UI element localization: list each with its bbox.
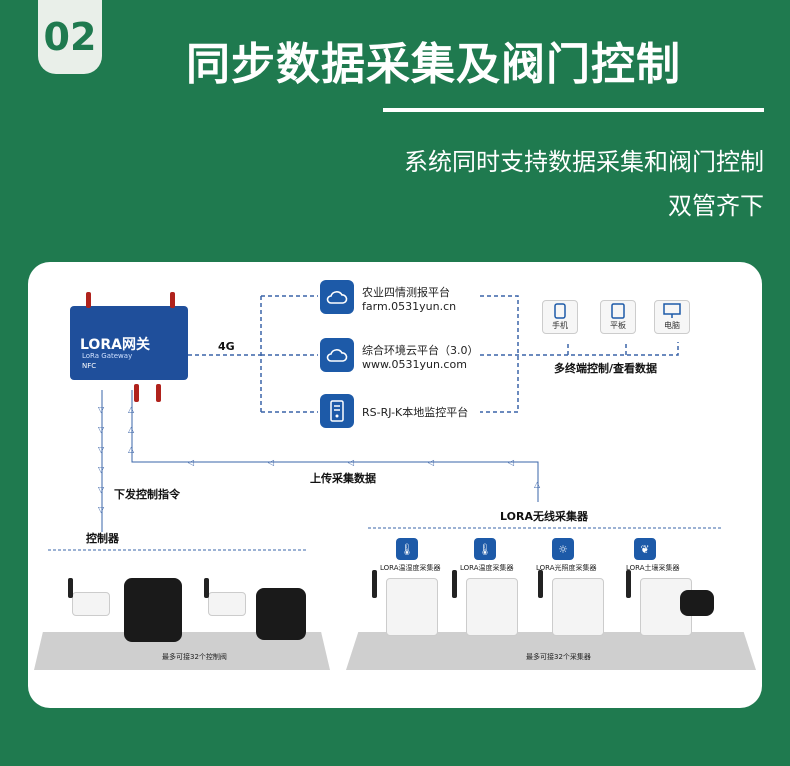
platform-3-line1: RS-RJ-K本地监控平台 [362, 406, 469, 419]
gateway-antenna [170, 292, 175, 308]
svg-text:△: △ [128, 445, 135, 454]
sensor-caption: 最多可接32个采集器 [526, 653, 591, 661]
svg-text:▽: ▽ [98, 445, 105, 454]
svg-text:◁: ◁ [187, 458, 194, 467]
svg-text:△: △ [128, 425, 135, 434]
terminal-label: 平板 [610, 321, 626, 330]
subtitle-line1: 系统同时支持数据采集和阀门控制 [404, 148, 764, 176]
lora-gateway: LORA网关 LoRa Gateway NFC [70, 306, 188, 380]
sensor-floor [346, 632, 756, 670]
sensor-antenna [452, 570, 457, 598]
platform-1-line1: 农业四情测报平台 [362, 286, 450, 299]
cloud-icon [320, 338, 354, 372]
link-4g-label: 4G [218, 340, 235, 353]
collector-label: LORA无线采集器 [500, 510, 588, 523]
svg-text:▽: ▽ [98, 505, 105, 514]
gateway-antenna [86, 292, 91, 308]
sensor-antenna [372, 570, 377, 598]
valve-controller [208, 592, 246, 616]
svg-text:◁: ◁ [347, 458, 354, 467]
sensor-antenna [626, 570, 631, 598]
controller-label: 控制器 [86, 532, 119, 545]
svg-text:▽: ▽ [98, 425, 105, 434]
page-title: 同步数据采集及阀门控制 [186, 39, 681, 90]
valve-caption: 最多可接32个控制阀 [162, 653, 227, 661]
sensor-device [466, 578, 518, 636]
gateway-name: LORA网关 [80, 337, 150, 353]
sensor-label: LORA温湿度采集器 [380, 564, 441, 572]
thermo-humidity-icon: 🌡 [396, 538, 418, 560]
controller-antenna [204, 578, 209, 598]
svg-text:◁: ◁ [507, 458, 514, 467]
gateway-sub: LoRa Gateway [82, 352, 133, 360]
platform-1-line2: farm.0531yun.cn [362, 300, 457, 313]
sensor-label: LORA温度采集器 [460, 564, 514, 572]
controller-antenna [68, 578, 73, 598]
valve-controller [72, 592, 110, 616]
gateway-antenna [156, 384, 161, 402]
subtitle-line2: 双管齐下 [668, 192, 764, 220]
connector-lines: ▽ ▽ ▽ ▽ ▽ ▽ △ △ △ ◁ ◁ ◁ ◁ ◁ △ [48, 295, 723, 551]
section-number: 02 [43, 15, 97, 59]
sensor-device [552, 578, 604, 636]
terminals-caption: 多终端控制/查看数据 [554, 362, 658, 375]
platform-2-line1: 综合环境云平台（3.0） [362, 344, 479, 357]
terminal-label: 手机 [552, 321, 568, 330]
sensor-label: LORA土壤采集器 [626, 564, 680, 572]
diagram-panel: ▽ ▽ ▽ ▽ ▽ ▽ △ △ △ ◁ ◁ ◁ ◁ ◁ △ LORA网关 LoR… [28, 262, 762, 708]
terminal-label: 电脑 [664, 321, 680, 330]
solenoid-valve [124, 578, 182, 642]
gateway-antenna [134, 384, 139, 402]
thermometer-icon: 🌡 [474, 538, 496, 560]
server-icon [320, 394, 354, 428]
tablet-icon: 平板 [600, 300, 636, 334]
svg-text:◁: ◁ [427, 458, 434, 467]
svg-text:△: △ [128, 405, 135, 414]
platform-2-line2: www.0531yun.com [362, 358, 467, 371]
monitor-icon: 电脑 [654, 300, 690, 334]
upload-label: 上传采集数据 [310, 472, 376, 485]
title-underline [383, 108, 764, 112]
sun-icon: ☼ [552, 538, 574, 560]
command-label: 下发控制指令 [114, 488, 180, 501]
solenoid-valve [256, 588, 306, 640]
svg-text:▽: ▽ [98, 405, 105, 414]
sensor-device [386, 578, 438, 636]
cloud-icon [320, 280, 354, 314]
phone-icon: 手机 [542, 300, 578, 334]
soil-probe [680, 590, 714, 616]
svg-text:▽: ▽ [98, 465, 105, 474]
sensor-antenna [538, 570, 543, 598]
section-number-badge: 02 [38, 0, 102, 74]
soil-icon: ❦ [634, 538, 656, 560]
sensor-label: LORA光照度采集器 [536, 564, 597, 572]
svg-text:△: △ [534, 480, 541, 489]
gateway-nfc: NFC [82, 362, 97, 370]
svg-text:▽: ▽ [98, 485, 105, 494]
svg-text:◁: ◁ [267, 458, 274, 467]
